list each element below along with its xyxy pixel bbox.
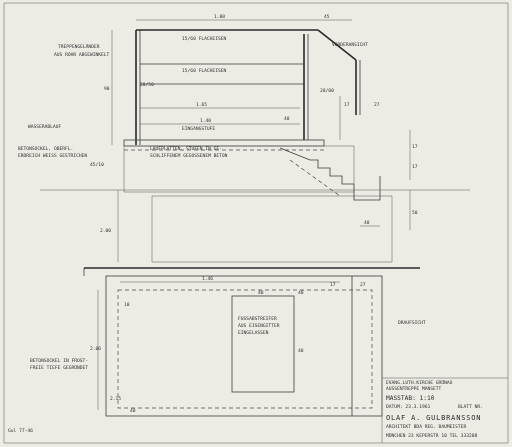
title-firm: ARCHITEKT BDA REG. BAUMEISTER: [386, 424, 466, 430]
dim-40f: 40: [130, 408, 136, 414]
dim-10: 10: [124, 302, 130, 308]
dim-146: 1.46: [202, 276, 213, 282]
label-ref: Gul 77-46: [8, 428, 33, 434]
dim-27b: 27: [360, 282, 366, 288]
label-railing-2: AUS ROHR ABGEWINKELT: [54, 52, 110, 58]
dim-27: 27: [374, 102, 380, 108]
label-frost-1: BETONSOCKEL IN FROST-: [30, 358, 88, 364]
label-doormat-3: EINGELASSEN: [238, 330, 269, 336]
dim-206: 2.06: [90, 346, 101, 352]
title-date: DATUM: 23.3.1961: [386, 404, 430, 410]
label-flatbar-2: 15/60 FLACHEISEN: [182, 68, 226, 74]
top-rail-slope: [317, 29, 357, 61]
dim-17c: 17: [412, 164, 418, 170]
label-slabs-1: LAUFPLATTEN, STUFEN IN GE-: [150, 146, 222, 152]
dim-17b: 17: [412, 144, 418, 150]
label-doormat-1: FUSSABSTREIFER: [238, 316, 277, 322]
stair-underside: [289, 159, 341, 197]
dim-17a: 17: [344, 102, 350, 108]
label-plan-view: DRAUFSICHT: [398, 320, 426, 326]
label-frost-2: FREIE TIEFE GEGRÜNDET: [30, 364, 88, 371]
label-railing: TREPPENGELÄNDER: [58, 43, 100, 50]
dim-165: 1.65: [196, 102, 207, 108]
dim-40b: 40: [364, 220, 370, 226]
label-base-1: BETONSOCKEL, OBERFL.: [18, 146, 73, 152]
platform-slab: [123, 139, 325, 147]
label-slabs-2: SCHLIFFENEM GEGOSSENEM BETON: [150, 153, 228, 159]
stair-profile: [279, 147, 381, 201]
label-drain: WASSERABLAUF: [28, 124, 61, 130]
title-architect: OLAF A. GULBRANSSON: [386, 414, 481, 422]
dim-140: 1.40: [200, 118, 211, 124]
plan-view: [83, 267, 420, 417]
dim-40a: 40: [284, 116, 290, 122]
plan-outer: [105, 275, 383, 417]
dim-200: 2.00: [100, 228, 111, 234]
front-elevation: [40, 19, 470, 263]
dim-17d: 17: [330, 282, 336, 288]
sheet-border: [3, 2, 509, 444]
dim-40e: 40: [298, 348, 304, 354]
base-block: [123, 145, 355, 193]
dim-20-80: 20/80: [320, 88, 334, 94]
label-doormat-2: AUS EISENGITTER: [238, 323, 280, 329]
label-front-view: VORDERANSICHT: [332, 42, 368, 48]
dim-50: 50: [412, 210, 418, 216]
label-flatbar-1: 15/60 FLACHEISEN: [182, 36, 226, 42]
plan-inner-dashed: [117, 289, 373, 409]
title-block: EVANG.LUTH.KIRCHE GRÜNAU AUSSENTREPPE MA…: [381, 377, 508, 443]
dim-45-10: 45/10: [90, 162, 104, 168]
title-sheet: BLATT NR.: [458, 404, 483, 410]
title-scale: MASSTAB: 1:10: [386, 395, 435, 402]
dim-45: 45: [324, 14, 330, 20]
dim-40c: 40: [258, 290, 264, 296]
label-base-2: ERDREICH WEISS GESTRICHEN: [18, 153, 87, 159]
title-line2: AUSSENTREPPE MANSETT: [386, 386, 442, 392]
title-line1: EVANG.LUTH.KIRCHE GRÜNAU: [386, 379, 453, 386]
dim-90: 90: [104, 86, 110, 92]
dim-180: 1.80: [214, 14, 225, 20]
dim-215: 2.15: [110, 396, 121, 402]
dim-40d: 40: [298, 290, 304, 296]
foundation-outline: [151, 195, 393, 263]
title-address: MÜNCHEN 23 KEPERSTR 10 TEL 333208: [386, 432, 478, 439]
label-entrance-step: EINGANGSTUFE: [182, 126, 215, 132]
doormat-recess: [231, 295, 295, 393]
dim-20-50: 20/50: [140, 82, 154, 88]
